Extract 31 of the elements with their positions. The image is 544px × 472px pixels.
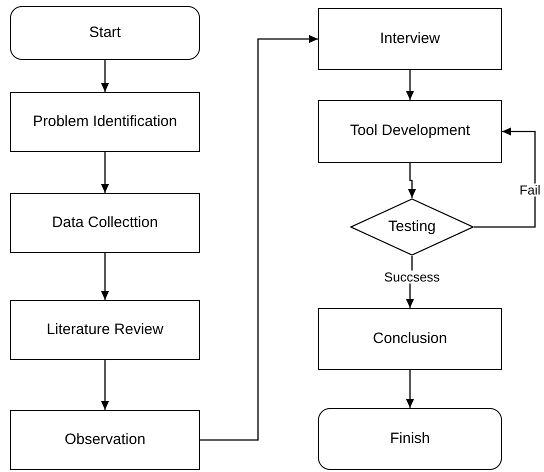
- arrow: [101, 60, 109, 92]
- arrow: [474, 128, 536, 228]
- process-box: [10, 410, 200, 470]
- node-label: Interview: [378, 30, 442, 48]
- process-box: [318, 100, 502, 163]
- decision-diamond: [350, 198, 474, 256]
- arrow: [406, 370, 414, 408]
- node-label: Observation: [64, 430, 146, 450]
- terminal-box: [10, 6, 200, 60]
- node-label: Data Collecttion: [51, 214, 159, 232]
- arrow: [101, 253, 109, 300]
- process-box: [10, 193, 200, 253]
- node-label: Problem Identification: [32, 112, 178, 132]
- terminal-box: [318, 408, 502, 470]
- edge-label: Fail: [518, 184, 542, 196]
- process-box: [10, 92, 200, 152]
- node-label: Conclusion: [372, 330, 448, 348]
- arrow: [408, 163, 416, 198]
- process-box: [10, 300, 200, 360]
- arrow: [101, 152, 109, 193]
- node-label: Testing: [387, 218, 437, 236]
- arrow: [200, 35, 318, 441]
- node-label: Start: [88, 24, 122, 42]
- node-label: Finish: [388, 430, 431, 448]
- process-box: [318, 8, 502, 70]
- node-label: Tool Development: [348, 122, 472, 141]
- node-label: Literature Review: [46, 320, 164, 340]
- edge-label: Succsess: [383, 270, 441, 284]
- process-box: [318, 308, 502, 370]
- arrow: [101, 360, 109, 410]
- arrow: [406, 70, 414, 100]
